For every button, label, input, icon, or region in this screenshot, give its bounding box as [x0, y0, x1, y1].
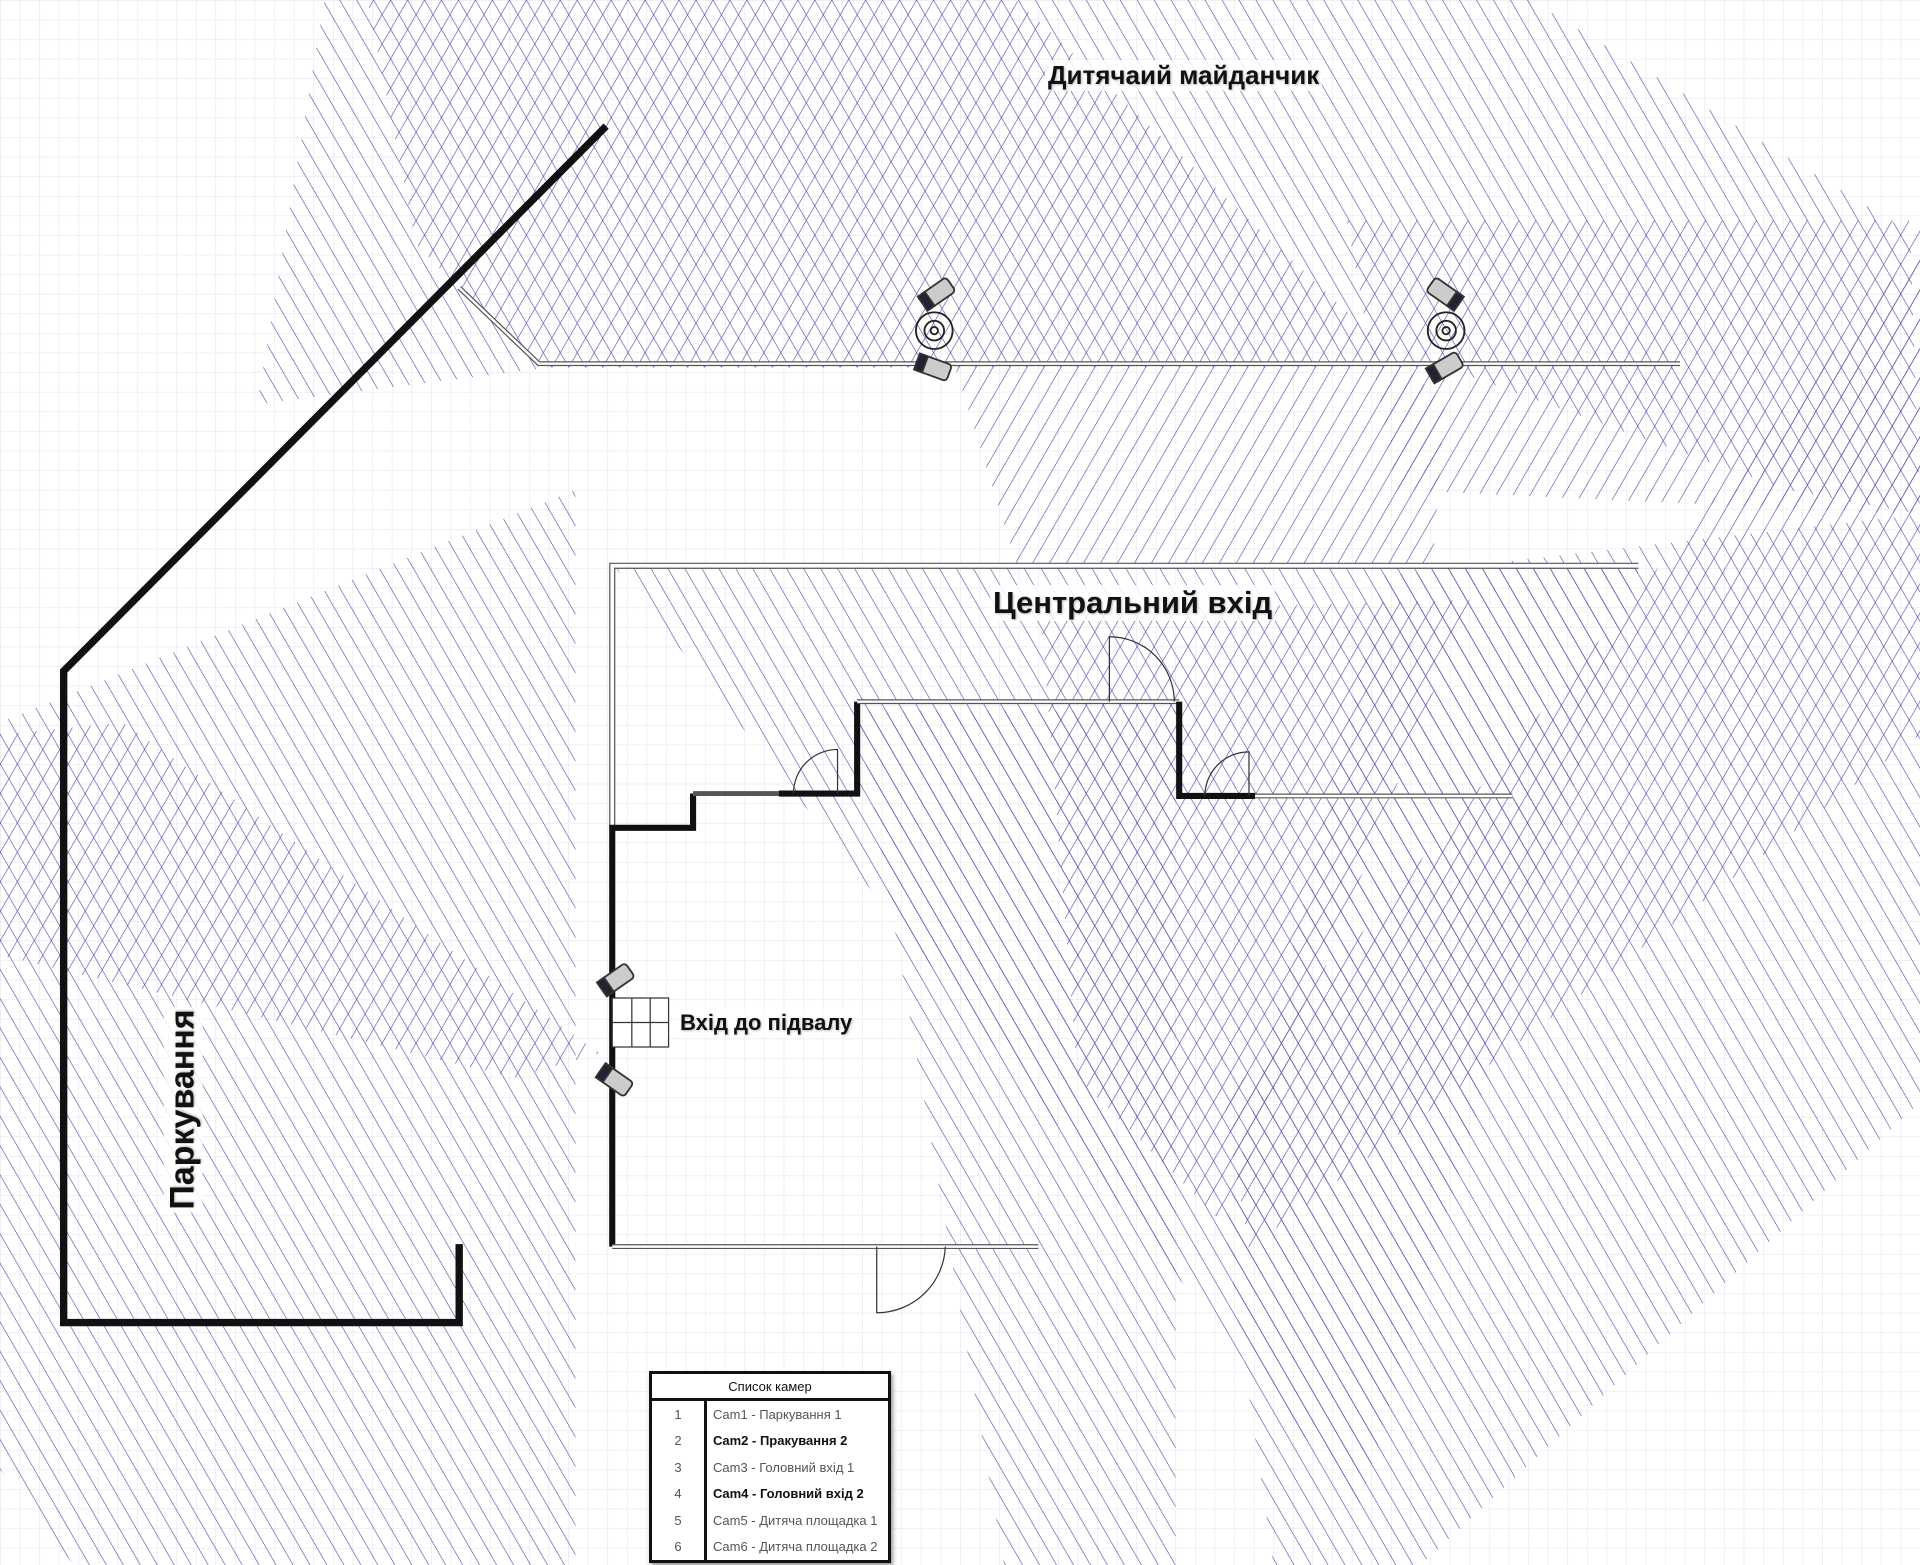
camera-number: 5 — [650, 1507, 707, 1534]
door-arc — [792, 748, 839, 794]
camera-name: Cam2 - Пракування 2 — [713, 1433, 848, 1449]
coverage-playground-2 — [367, 0, 1445, 564]
table-title: Список камер — [650, 1372, 890, 1401]
stairs-icon — [611, 997, 670, 1048]
cameras — [594, 277, 1466, 1097]
camera-number: 3 — [650, 1454, 707, 1481]
camera-icon[interactable] — [595, 963, 635, 998]
dome-camera-icon[interactable] — [915, 311, 954, 350]
coverage-parking-2 — [0, 722, 600, 1078]
camera-icon[interactable] — [912, 352, 952, 382]
walls — [60, 123, 1680, 1327]
table-row: 2 Cam2 - Пракування 2 — [650, 1427, 890, 1454]
parking-fence — [60, 123, 609, 1327]
camera-icon[interactable] — [1426, 277, 1466, 313]
camera-icon[interactable] — [594, 1061, 634, 1097]
coverage-central-3 — [857, 710, 1176, 1565]
table-row: 6 Cam6 - Дитяча площадка 2 — [650, 1533, 890, 1562]
door-arc — [1204, 751, 1250, 796]
camera-name: Cam3 - Головний вхід 1 — [713, 1459, 855, 1475]
table-row: 4 Cam4 - Головний вхід 2 — [650, 1480, 890, 1507]
camera-name: Cam4 - Головний вхід 2 — [713, 1486, 864, 1502]
label-playground: Дитячаий майданчик — [1045, 60, 1323, 91]
label-parking: Паркування — [163, 1006, 203, 1213]
camera-name: Cam1 - Паркування 1 — [713, 1406, 842, 1422]
table-row: 3 Cam3 - Головний вхід 1 — [650, 1454, 890, 1481]
camera-number: 1 — [650, 1399, 707, 1428]
camera-number: 2 — [650, 1427, 707, 1454]
door-arc — [876, 1246, 946, 1314]
table-row: 1 Cam1 - Паркування 1 — [650, 1399, 890, 1428]
label-basement-entrance: Вхід до підвалу — [677, 1010, 856, 1036]
label-central-entrance: Центральний вхід — [990, 585, 1276, 621]
door-arc — [1108, 636, 1175, 702]
dome-camera-icon[interactable] — [1426, 311, 1466, 350]
coverage-right-2 — [1224, 244, 1920, 1250]
camera-icon[interactable] — [1424, 351, 1464, 385]
camera-number: 6 — [650, 1533, 707, 1562]
camera-name: Cam6 - Дитяча площадка 2 — [713, 1539, 878, 1555]
camera-name: Cam5 - Дитяча площадка 1 — [713, 1512, 878, 1528]
camera-icon[interactable] — [916, 277, 956, 313]
camera-number: 4 — [650, 1480, 707, 1507]
table-row: 5 Cam5 - Дитяча площадка 1 — [650, 1507, 890, 1534]
camera-list-table: Список камер 1 Cam1 - Паркування 1 2 Cam2 … — [649, 1371, 891, 1563]
